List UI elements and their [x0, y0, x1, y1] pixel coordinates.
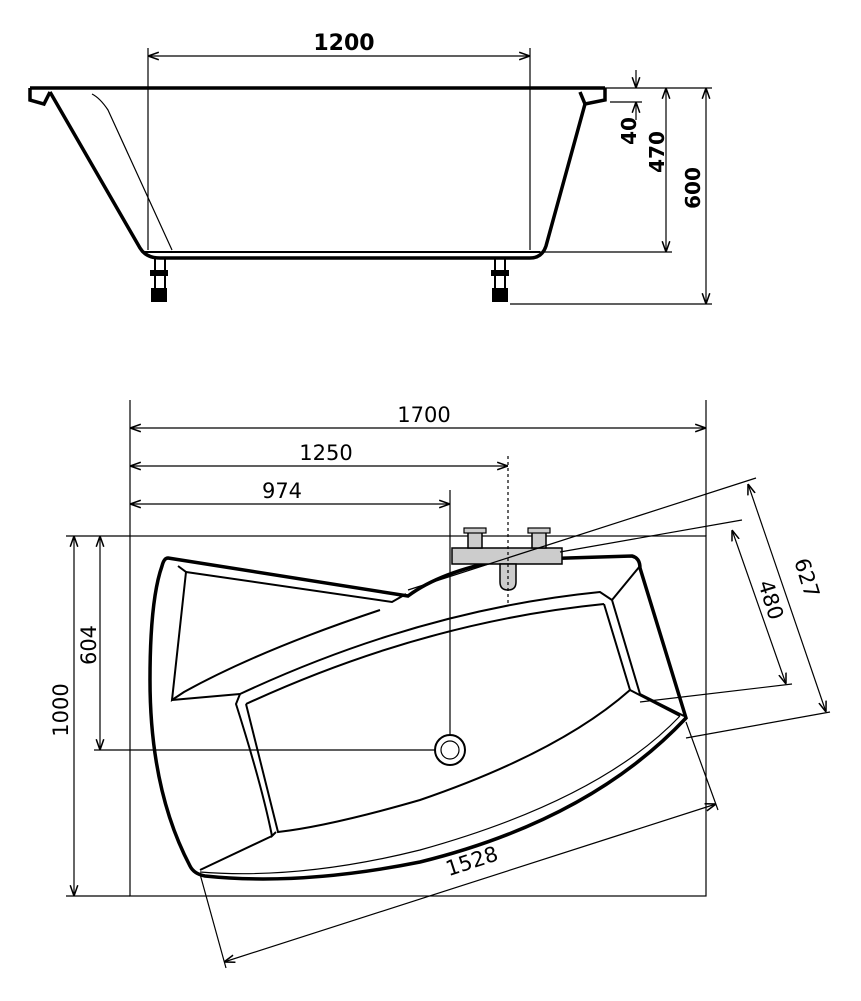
faucet-icon — [451, 527, 563, 591]
plan-view: 1700 1250 974 1000 604 — [49, 400, 831, 969]
dimension-1200: 1200 — [147, 31, 531, 250]
dim-label-974: 974 — [262, 479, 302, 503]
dim-label-627: 627 — [789, 555, 824, 600]
side-view: 1200 40 470 600 — [28, 31, 712, 305]
dimension-1000: 1000 — [49, 535, 130, 897]
dim-label-1200: 1200 — [313, 31, 374, 56]
drain-icon — [434, 734, 466, 766]
dim-label-40: 40 — [617, 117, 641, 145]
dim-label-470: 470 — [645, 131, 669, 173]
tub-plan-outline — [148, 554, 688, 881]
dimension-1700: 1700 — [129, 400, 707, 536]
dimension-480: 480 — [559, 519, 793, 703]
dimension-40: 40 — [605, 70, 712, 145]
dimension-974: 974 — [130, 479, 451, 735]
dim-label-1000: 1000 — [49, 683, 73, 736]
dimension-600: 600 — [510, 88, 712, 305]
dimension-1250: 1250 — [130, 441, 509, 606]
tub-side-profile — [28, 86, 607, 302]
dimension-604: 604 — [77, 536, 435, 751]
dim-label-600: 600 — [681, 167, 705, 209]
dim-label-1250: 1250 — [299, 441, 352, 465]
dimension-470: 470 — [540, 88, 672, 253]
dim-label-1700: 1700 — [397, 403, 450, 427]
dim-label-604: 604 — [77, 625, 101, 665]
